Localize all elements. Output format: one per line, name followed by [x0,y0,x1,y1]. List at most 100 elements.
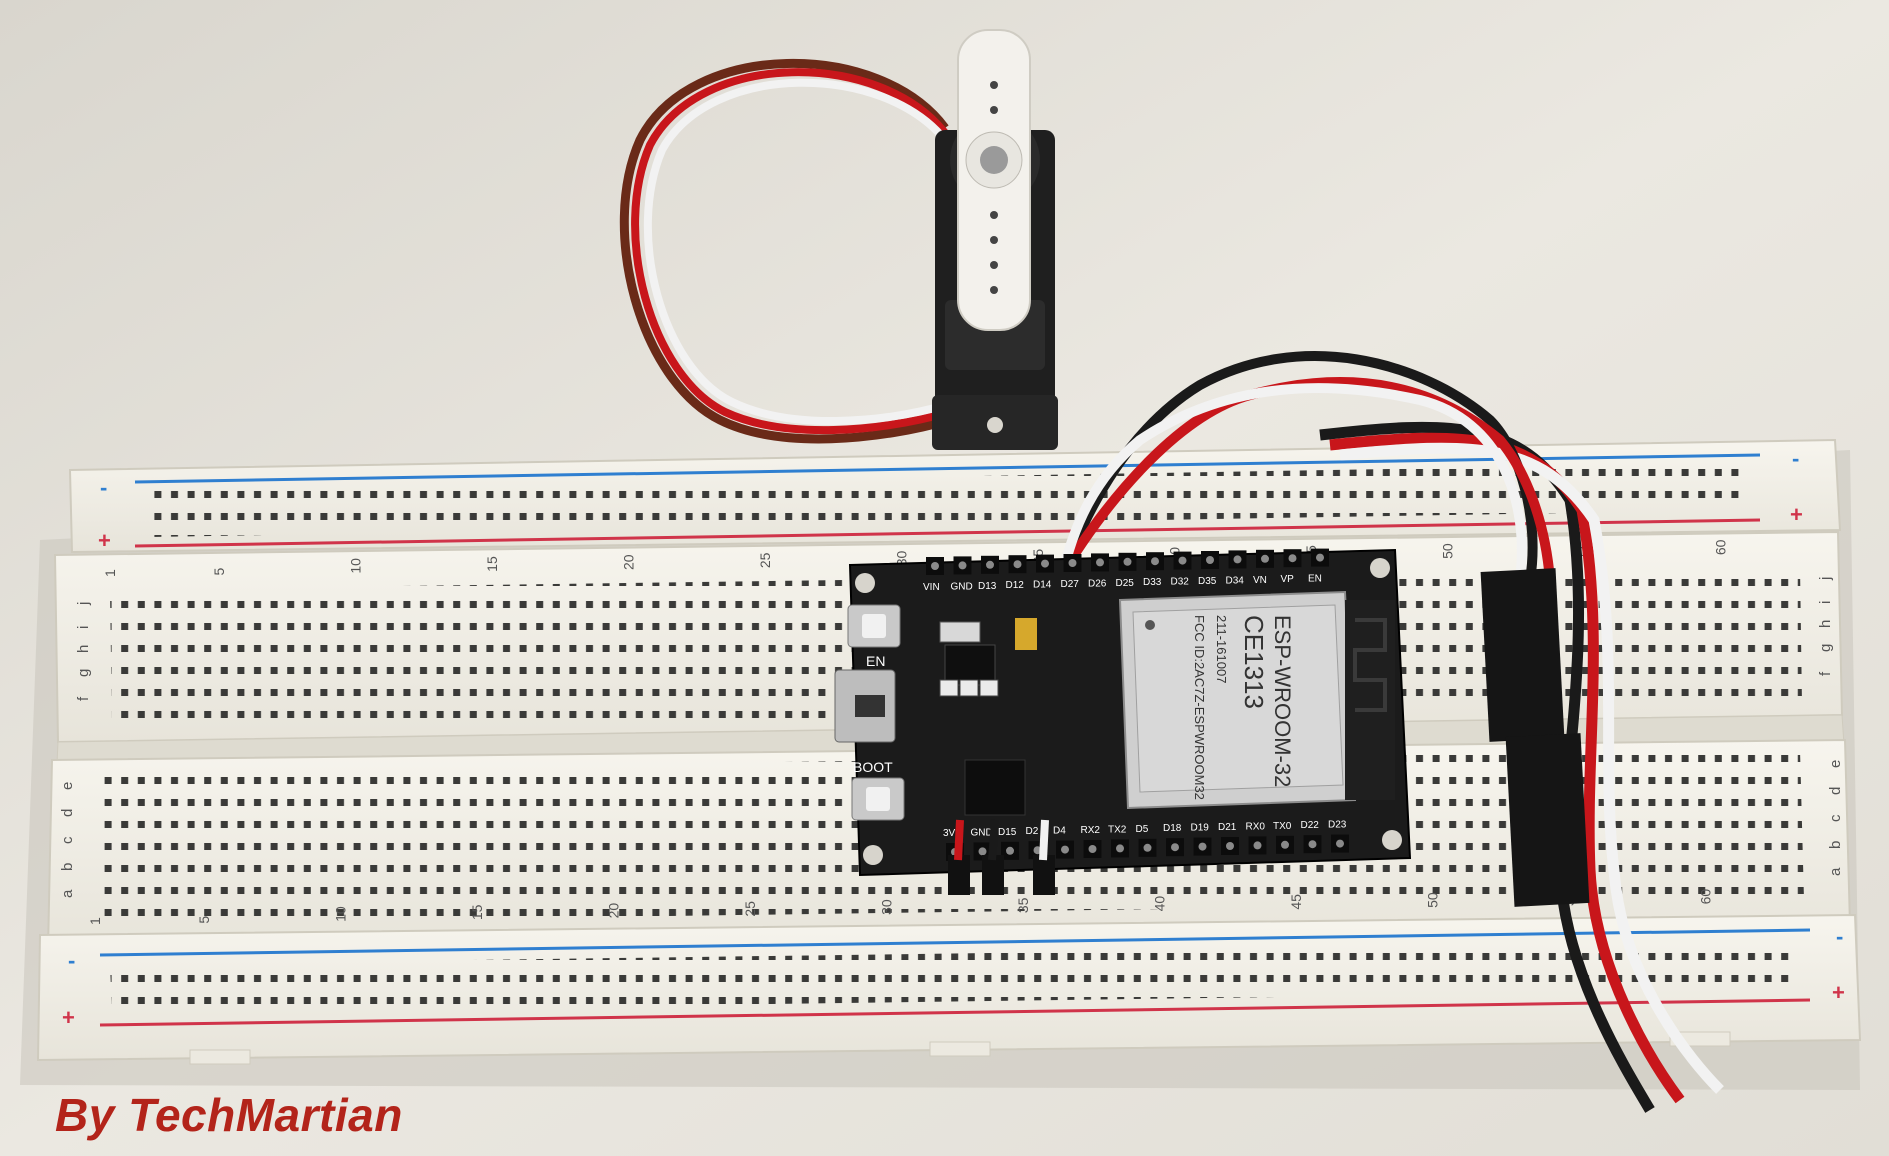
row-letter-top-left: i [75,626,92,629]
row-letter-bottom-right: e [1827,760,1844,768]
top-rail-red-line [134,518,1761,548]
column-number-bottom: 35 [1015,897,1031,913]
wire-plug-white [1033,855,1055,895]
servo-motor [619,29,1058,450]
bottom-rail-holes [110,942,1792,1013]
servo-cable-red [631,68,952,435]
row-letter-top-left: g [75,669,92,677]
pin-label-top: GND [951,581,973,592]
usb-uart-chip [964,759,1026,816]
pin-label-top: D32 [1171,577,1190,588]
pin-label-top: EN [1308,574,1322,585]
pin-label-bottom: GND [971,827,993,838]
bottom-rail-plus-right: + [1832,980,1845,1005]
pin-label-top: D25 [1116,578,1135,589]
module-shield [1132,604,1344,793]
column-number-top: 5 [211,568,227,576]
row-letter-bottom-right: b [1827,841,1844,849]
module-fcc-label: FCC ID:2AC7Z-ESPWROOM32 [1192,615,1207,800]
bottom-rail-minus-left: - [68,948,75,973]
dupont-connector-lower [1505,733,1590,907]
row-letter-top-right: i [1817,601,1834,604]
column-number-bottom: 50 [1425,892,1441,908]
column-number-bottom: 25 [742,901,758,917]
pin-label-top: D13 [978,581,997,592]
servo-mount-hole [987,417,1003,433]
row-letter-top-right: h [1817,620,1834,628]
row-letter-bottom-left: a [59,889,76,898]
row-letter-bottom-left: c [59,836,76,844]
column-number-top: 60 [1713,539,1729,555]
row-letter-top-left: h [75,645,92,653]
module-ce-label: CE1313 [1239,615,1269,709]
column-number-top: 20 [621,554,637,570]
en-button [862,614,886,638]
bottom-rail-plus-left: + [62,1005,75,1030]
pin-label-bottom: RX2 [1081,825,1101,836]
top-rail-plus-right: + [1790,502,1803,527]
top-rail-holes [150,463,1746,537]
pin-label-top: VIN [923,582,940,593]
pin-label-top: D12 [1006,580,1025,591]
servo-cable-brown [619,58,952,444]
row-letter-top-right: f [1817,671,1834,676]
pin-label-bottom: D15 [998,827,1017,838]
wire-pin-plugs [948,819,1055,895]
esp32-top-header [926,548,1329,575]
pin-label-top: VP [1281,574,1295,585]
row-letter-bottom-right: a [1827,867,1844,876]
pin-label-bottom: D2 [1026,826,1039,837]
module-r-label: 211-161007 [1214,615,1229,683]
column-number-top: 10 [348,558,364,574]
pin-label-bottom: D23 [1328,820,1347,831]
pin-label-bottom: TX2 [1108,824,1127,835]
bottom-rail-minus-right: - [1836,924,1843,949]
boot-button-label: BOOT [853,759,893,775]
column-number-bottom: 40 [1152,896,1168,912]
board-foot-tab [929,1041,991,1057]
pin-label-bottom: D5 [1136,824,1149,835]
column-number-bottom: 45 [1288,894,1304,910]
pin-label-bottom: D19 [1191,823,1210,834]
column-number-top: 30 [894,550,910,566]
pin-label-top: D14 [1033,580,1052,591]
bottom-rail-blue-line [99,928,1811,957]
pin-label-bottom: 3V3 [943,828,961,839]
pin-label-top: D26 [1088,578,1107,589]
row-letter-top-left: j [75,602,92,606]
en-button-label: EN [866,653,885,669]
pin-label-bottom: TX0 [1273,821,1292,832]
author-caption: By TechMartian [55,1089,403,1141]
row-letter-bottom-left: e [59,782,76,790]
column-number-top: 50 [1440,543,1456,559]
row-letter-top-right: g [1817,644,1834,652]
pin-label-bottom: RX0 [1246,821,1266,832]
column-number-bottom: 10 [333,906,349,922]
top-rail-minus-left: - [100,475,107,500]
row-letter-bottom-right: c [1827,814,1844,822]
dupont-connector-upper [1480,568,1565,742]
pin-label-bottom: D18 [1163,823,1182,834]
column-number-top: 1 [102,569,118,577]
top-rail-minus-right: - [1792,446,1799,471]
pcb-antenna-area [1345,600,1395,800]
board-foot-tab [189,1049,251,1065]
column-number-top: 15 [484,556,500,572]
module-name-label: ESP-WROOM-32 [1270,615,1295,787]
column-number-bottom: 30 [879,899,895,915]
column-number-bottom: 15 [469,904,485,920]
wire-plug-black [982,855,1004,895]
servo-screw [980,146,1008,174]
pin-label-top: D33 [1143,577,1162,588]
wire-plug-red [948,855,970,895]
row-letter-bottom-left: d [59,809,76,817]
row-letter-bottom-right: d [1827,787,1844,795]
column-number-bottom: 20 [606,903,622,919]
pin-label-bottom: D4 [1053,826,1066,837]
pin-label-bottom: D21 [1218,822,1237,833]
